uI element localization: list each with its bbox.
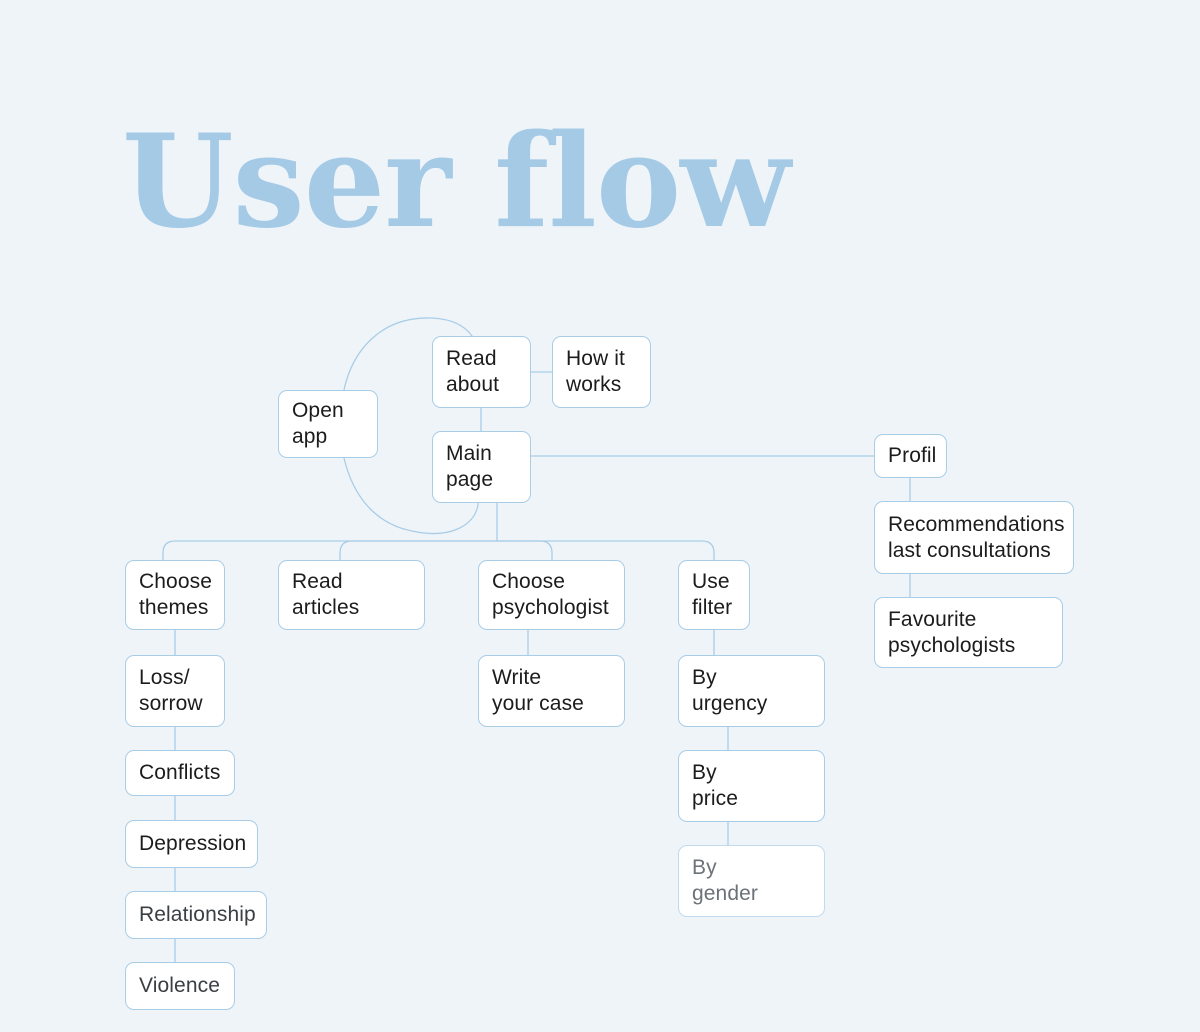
flow-node-write-your-case[interactable]: Write your case [478, 655, 625, 727]
flow-node-label: By gender [692, 856, 758, 905]
flow-node-by-gender[interactable]: By gender [678, 845, 825, 917]
flow-node-label: Open app [292, 399, 344, 448]
flow-node-how-it-works[interactable]: How it works [552, 336, 651, 408]
flow-node-loss-sorrow[interactable]: Loss/ sorrow [125, 655, 225, 727]
flow-node-by-price[interactable]: By price [678, 750, 825, 822]
flow-node-choose-psy[interactable]: Choose psychologist [478, 560, 625, 630]
flow-node-open-app[interactable]: Open app [278, 390, 378, 458]
flow-node-label: Conflicts [139, 761, 221, 785]
flow-node-label: Relationship [139, 903, 256, 927]
flow-node-label: Use filter [692, 570, 733, 619]
flow-node-label: Write your case [492, 666, 584, 715]
flow-node-label: Profil [888, 444, 937, 468]
flow-node-label: By urgency [692, 666, 768, 715]
flow-node-label: How it works [566, 347, 625, 396]
flow-node-label: Depression [139, 832, 247, 856]
flow-node-label: Read articles [292, 570, 360, 619]
flow-node-label: By price [692, 761, 739, 810]
flow-node-violence[interactable]: Violence [125, 962, 235, 1010]
flow-node-label: Main page [446, 442, 494, 491]
flow-node-label: Violence [139, 974, 220, 998]
flow-node-label: Choose psychologist [492, 570, 609, 619]
flow-node-read-articles[interactable]: Read articles [278, 560, 425, 630]
flow-node-profil[interactable]: Profil [874, 434, 947, 478]
flow-node-recommendations[interactable]: Recommendations last consultations [874, 501, 1074, 574]
edge-bus-to-choose-themes [162, 540, 498, 561]
flow-node-read-about[interactable]: Read about [432, 336, 531, 408]
flow-node-choose-themes[interactable]: Choose themes [125, 560, 225, 630]
edge-bus-to-use-filter [496, 540, 715, 561]
flow-node-main-page[interactable]: Main page [432, 431, 531, 503]
page-title: User flow [122, 107, 790, 257]
edge-bus-to-choose-psychologist [496, 540, 553, 561]
flow-node-favourite[interactable]: Favourite psychologists [874, 597, 1063, 668]
flow-node-label: Read about [446, 347, 500, 396]
flow-node-label: Favourite psychologists [888, 607, 1016, 657]
flow-node-label: Recommendations last consultations [888, 512, 1065, 562]
flow-node-relationship[interactable]: Relationship [125, 891, 267, 939]
flow-node-label: Choose themes [139, 570, 212, 619]
edge-bus-to-read-articles [339, 540, 498, 561]
flow-node-label: Loss/ sorrow [139, 666, 203, 715]
flow-node-conflicts[interactable]: Conflicts [125, 750, 235, 796]
flow-node-depression[interactable]: Depression [125, 820, 258, 868]
flow-node-use-filter[interactable]: Use filter [678, 560, 750, 630]
flow-node-by-urgency[interactable]: By urgency [678, 655, 825, 727]
